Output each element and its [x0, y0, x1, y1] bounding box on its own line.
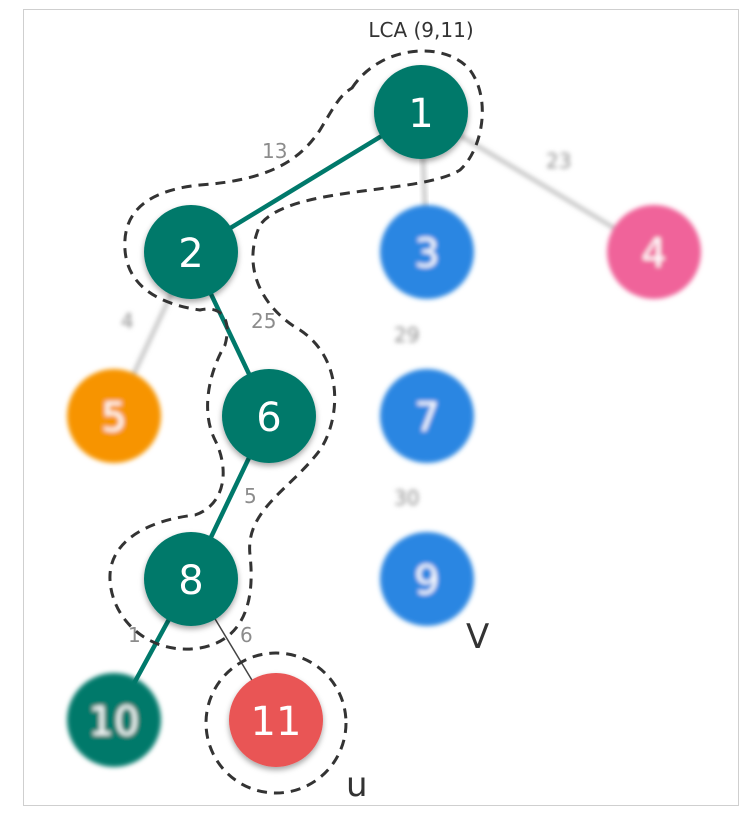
edge-weight-1-4: 23 [546, 149, 571, 173]
node-label-6: 6 [256, 395, 281, 441]
node-2: 2 [144, 205, 238, 299]
node-label-4: 4 [641, 231, 666, 277]
edge-weight-6-8: 5 [244, 484, 257, 508]
node-circle-3 [380, 205, 474, 299]
node-circle-7 [380, 369, 474, 463]
node-3: 3 [380, 205, 474, 299]
node-10: 10 [67, 673, 161, 767]
node-circle-9 [380, 532, 474, 626]
node-label-2: 2 [178, 231, 203, 277]
node-label-8: 8 [178, 558, 203, 604]
edge-weight-3-7: 29 [394, 323, 419, 347]
marker-v: V [466, 617, 489, 657]
edge-weight-2-6: 25 [251, 309, 276, 333]
edge-weight-1-2: 13 [262, 139, 287, 163]
edge-weight-2-5: 4 [121, 309, 134, 333]
node-circle-2 [144, 205, 238, 299]
node-circle-4 [607, 205, 701, 299]
node-circle-5 [67, 369, 161, 463]
node-circle-10 [67, 673, 161, 767]
node-label-11: 11 [251, 699, 302, 745]
node-label-1: 1 [408, 91, 433, 137]
lca-caption: LCA (9,11) [368, 18, 473, 42]
node-circle-8 [144, 532, 238, 626]
node-11: 11 [229, 673, 323, 767]
node-label-5: 5 [101, 395, 126, 441]
edge-weight-8-11: 6 [240, 623, 253, 647]
lca-path-outline [108, 49, 484, 651]
edge-weight-8-10: 1 [128, 623, 141, 647]
node-7: 7 [380, 369, 474, 463]
node-4: 4 [607, 205, 701, 299]
node-6: 6 [222, 369, 316, 463]
node-9: 9 [380, 532, 474, 626]
node-8: 8 [144, 532, 238, 626]
diagram-frame [23, 9, 739, 806]
node-circle-6 [222, 369, 316, 463]
node-5: 5 [67, 369, 161, 463]
node-1: 1 [374, 65, 468, 159]
edge-weight-7-9: 30 [394, 486, 419, 510]
node-circle-11 [229, 673, 323, 767]
node-label-7: 7 [414, 395, 439, 441]
node-label-9: 9 [414, 558, 439, 604]
target-outline-u [204, 651, 348, 795]
marker-u: u [346, 765, 368, 805]
node-label-10: 10 [89, 699, 140, 745]
node-label-3: 3 [414, 231, 439, 277]
node-circle-1 [374, 65, 468, 159]
